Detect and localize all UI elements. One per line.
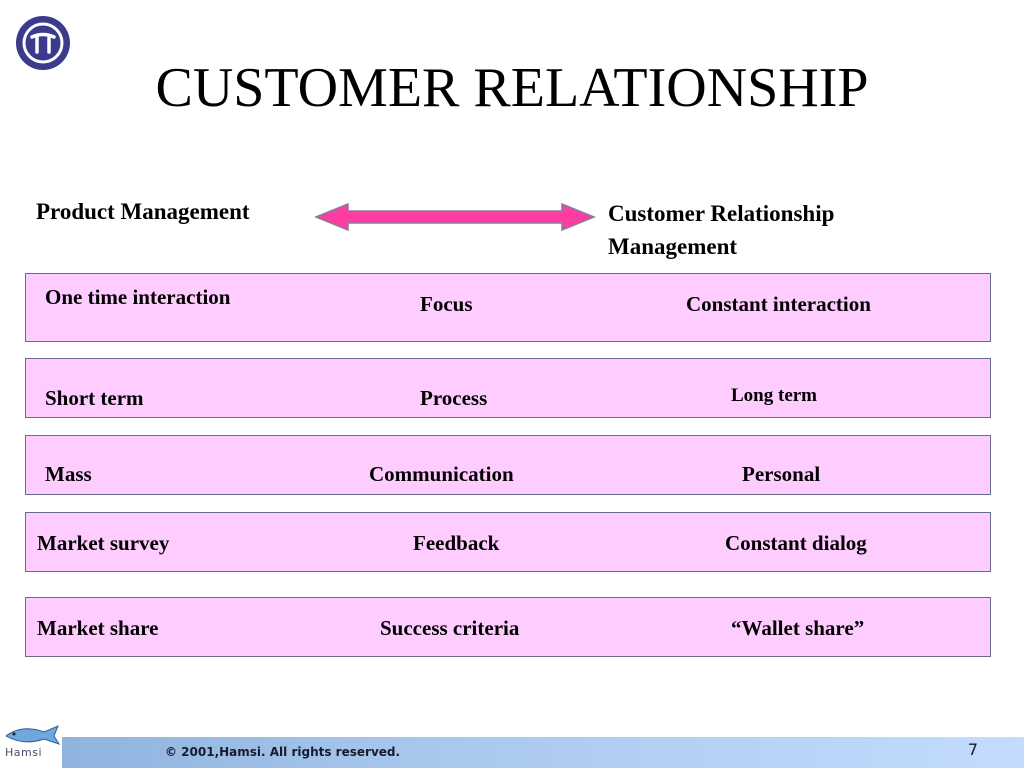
copyright-text: © 2001,Hamsi. All rights reserved. bbox=[165, 745, 401, 759]
row-right-cell: Long term bbox=[731, 385, 818, 406]
row-left-cell: Market survey bbox=[37, 531, 170, 555]
row-middle-cell: Focus bbox=[420, 292, 473, 316]
row-middle-cell: Communication bbox=[369, 462, 514, 486]
comparison-row-process: Short term Process Long term bbox=[25, 358, 991, 418]
row-left-cell: Mass bbox=[45, 462, 92, 486]
row-middle-cell: Process bbox=[420, 386, 488, 410]
double-arrow-icon bbox=[314, 202, 596, 232]
row-right-cell: Personal bbox=[742, 462, 821, 486]
comparison-row-communication: Mass Communication Personal bbox=[25, 435, 991, 495]
row-left-cell: Market share bbox=[37, 616, 159, 640]
row-left-cell: One time interaction bbox=[45, 285, 231, 309]
comparison-row-feedback: Market survey Feedback Constant dialog bbox=[25, 512, 991, 572]
crm-heading-line2: Management bbox=[608, 234, 738, 259]
comparison-row-focus: One time interaction Focus Constant inte… bbox=[25, 273, 991, 342]
footer-bar: © 2001,Hamsi. All rights reserved. 7 bbox=[62, 737, 1024, 768]
comparison-row-success-criteria: Market share Success criteria “Wallet sh… bbox=[25, 597, 991, 657]
slide-title: CUSTOMER RELATIONSHIP bbox=[155, 57, 869, 119]
product-management-heading: Product Management bbox=[36, 199, 250, 224]
row-right-cell: Constant dialog bbox=[725, 531, 867, 555]
crm-heading-line1: Customer Relationship bbox=[608, 201, 835, 226]
row-right-cell: Constant interaction bbox=[686, 292, 871, 316]
company-logo-icon bbox=[16, 16, 70, 70]
crm-heading: Customer Relationship Management bbox=[608, 197, 928, 263]
row-middle-cell: Success criteria bbox=[380, 616, 520, 640]
row-middle-cell: Feedback bbox=[413, 531, 500, 555]
row-right-cell: “Wallet share” bbox=[731, 616, 865, 640]
page-number: 7 bbox=[967, 740, 978, 759]
fish-logo-icon bbox=[5, 725, 61, 745]
row-left-cell: Short term bbox=[45, 386, 144, 410]
brand-name: Hamsi bbox=[5, 746, 43, 759]
